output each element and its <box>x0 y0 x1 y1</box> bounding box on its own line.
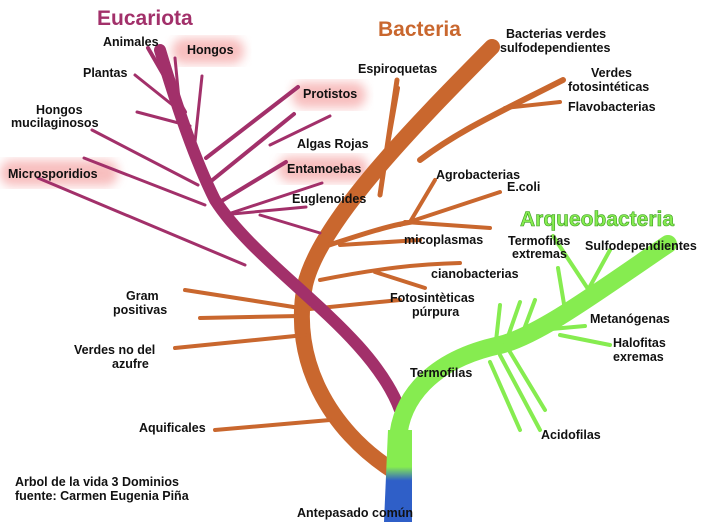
label-euglenoides: Euglenoides <box>292 192 366 206</box>
label-termofilas-extremas: Termofilas <box>508 234 570 248</box>
label-positivas: positivas <box>113 303 167 317</box>
label-azufre: azufre <box>112 357 149 371</box>
label-fotosinteticas-purpura: Fotosintèticas <box>390 291 475 305</box>
label-agrobacterias: Agrobacterias <box>436 168 520 182</box>
archaea-labels: Termofilas extremas Sulfodependientes Me… <box>508 234 697 442</box>
eukarya-labels: Animales Hongos Plantas Protistos Hongos… <box>8 35 369 206</box>
label-cianobacterias: cianobacterias <box>431 267 519 281</box>
archaea-branches <box>389 234 677 449</box>
label-plantas: Plantas <box>83 66 128 80</box>
label-ecoli: E.coli <box>507 180 540 194</box>
label-purpura: púrpura <box>412 305 460 319</box>
label-espiroquetas: Espiroquetas <box>358 62 437 76</box>
caption-source: fuente: Carmen Eugenia Piña <box>15 489 190 503</box>
label-antepasado-comun: Antepasado común <box>297 506 413 520</box>
label-hongos-mucilaginosos-2: mucilaginosos <box>11 116 99 130</box>
bacteria-branches <box>173 39 566 478</box>
label-verdes: Verdes <box>591 66 632 80</box>
label-gram: Gram <box>126 289 159 303</box>
label-termofilas-center: Termofilas <box>410 366 472 380</box>
label-microsporidios: Microsporidios <box>8 167 98 181</box>
label-halofitas: Halofitas <box>613 336 666 350</box>
label-protistos: Protistos <box>303 87 357 101</box>
label-fotosinteticas: fotosintéticas <box>568 80 649 94</box>
label-extremas: extremas <box>512 247 567 261</box>
label-metanogenas: Metanógenas <box>590 312 670 326</box>
label-flavobacterias: Flavobacterias <box>568 100 656 114</box>
label-acidofilas: Acidofilas <box>541 428 601 442</box>
label-animales: Animales <box>103 35 159 49</box>
label-sulfodependientes-arq: Sulfodependientes <box>585 239 697 253</box>
label-algas-rojas: Algas Rojas <box>297 137 369 151</box>
eukarya-branches <box>36 44 406 416</box>
eukarya-title: Eucariota <box>97 7 193 30</box>
label-micoplasmas: micoplasmas <box>404 233 483 247</box>
label-bacterias-verdes: Bacterias verdes <box>506 27 606 41</box>
label-exremas: exremas <box>613 350 664 364</box>
bacteria-title: Bacteria <box>378 18 461 41</box>
label-entamoebas: Entamoebas <box>287 162 361 176</box>
root-trunk <box>384 430 412 522</box>
highlight-glows <box>0 38 368 186</box>
label-aquificales: Aquificales <box>139 421 206 435</box>
label-hongos: Hongos <box>187 43 234 57</box>
label-sulfodependientes: sulfodependientes <box>500 41 610 55</box>
label-verdes-no-del-azufre: Verdes no del <box>74 343 155 357</box>
label-hongos-mucilaginosos: Hongos <box>36 103 83 117</box>
archaea-title: Arqueobacteria <box>520 208 674 231</box>
bacteria-labels: Espiroquetas Bacterias verdes sulfodepen… <box>74 27 656 435</box>
caption-title: Arbol de la vida 3 Dominios <box>15 475 179 489</box>
